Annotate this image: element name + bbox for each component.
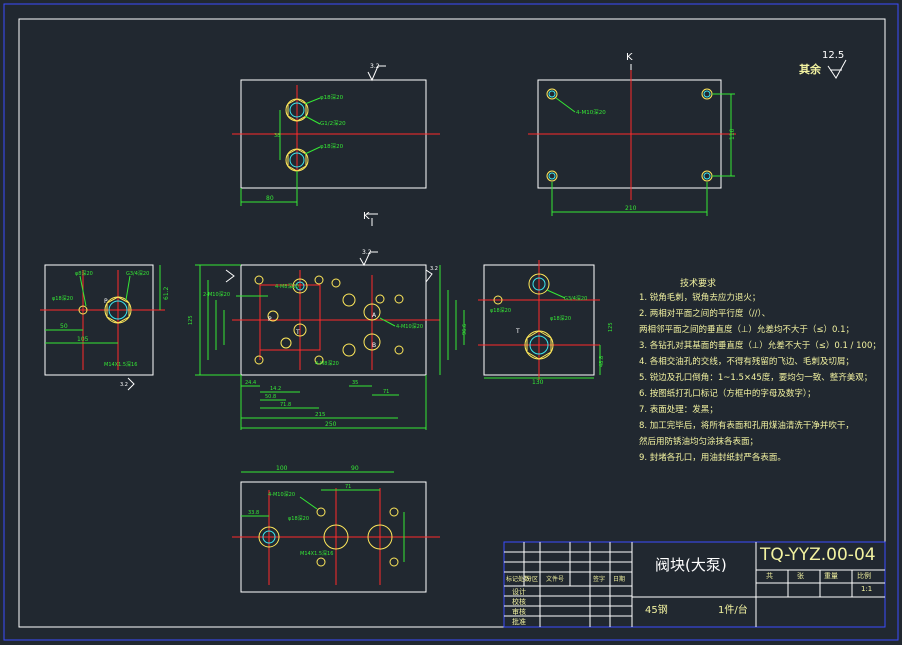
svg-text:90: 90 [351, 465, 359, 472]
rev-header: 标记处数 [506, 576, 531, 583]
tech-req-item: 2. 两相对平面之间的平行度（//）、 [639, 309, 771, 319]
drawing-number: TQ-YYZ.00-04 [760, 545, 876, 565]
svg-text:φ18深20: φ18深20 [52, 295, 73, 302]
svg-text:33.8: 33.8 [248, 510, 259, 516]
right-view: T G3/4深20 φ18深20 φ18深20 130 48.8 125 [478, 260, 614, 386]
tech-req-item: 8. 加工完毕后，将所有表面和孔用煤油清洗干净并吹干， [639, 421, 854, 431]
svg-text:M14X1.5深16: M14X1.5深16 [300, 550, 333, 557]
tech-req-item: 6. 按图纸打孔口标记（方框中的字母及数字）； [639, 389, 816, 399]
front-view: P T A B 2-M10深20 4-M10深20 4-M8深20 4-M8深2… [188, 249, 468, 430]
svg-text:G3/4深20: G3/4深20 [564, 295, 587, 302]
row-label: 校核 [512, 598, 526, 606]
svg-text:14.2: 14.2 [270, 386, 281, 392]
tech-req-item: 然后用防锈油均匀涂抹各表面； [639, 437, 759, 447]
svg-text:φ18深20: φ18深20 [320, 93, 344, 101]
rev-header: 日期 [613, 576, 626, 583]
section-mark-top: K [363, 211, 370, 222]
tech-req-item: 4. 各相交油孔的交线，不得有残留的飞边、毛刺及切屑； [639, 357, 854, 367]
svg-text:T: T [295, 329, 300, 336]
svg-text:210: 210 [625, 205, 637, 212]
svg-text:80: 80 [266, 195, 274, 202]
section-k-arrow [366, 213, 378, 226]
svg-text:61.2: 61.2 [163, 286, 170, 300]
row-label: 批准 [512, 618, 526, 626]
svg-text:110: 110 [729, 128, 736, 140]
svg-text:G3/4深20: G3/4深20 [126, 270, 149, 277]
svg-text:3.2: 3.2 [430, 266, 438, 272]
left-view: P φ8深20 G3/4深20 φ18深20 50 105 M14X1.5深16… [40, 264, 170, 391]
tech-req-item: 7. 表面处理：发黑； [639, 405, 718, 415]
svg-text:K: K [626, 52, 633, 63]
svg-text:71: 71 [383, 389, 389, 395]
svg-text:3.2: 3.2 [120, 382, 128, 388]
rev-header: 文件号 [546, 576, 565, 583]
material: 45钢 [645, 605, 668, 616]
tech-req-title: 技术要求 [680, 279, 717, 289]
row-label: 审核 [512, 608, 526, 616]
svg-text:φ18深20: φ18深20 [288, 515, 309, 522]
tech-req-item: 两相邻平面之间的垂直度（⊥）允差均不大于（≤）0.1； [639, 325, 855, 335]
svg-text:4-M10深20: 4-M10深20 [268, 491, 295, 498]
svg-text:4-M8深20: 4-M8深20 [275, 283, 299, 290]
col-header: 共 [766, 572, 773, 580]
rev-header: 分区 [526, 576, 539, 583]
svg-text:3.2: 3.2 [370, 63, 380, 70]
svg-text:24.4: 24.4 [245, 380, 256, 386]
svg-text:B: B [372, 342, 376, 349]
svg-text:125: 125 [608, 322, 614, 332]
svg-text:38: 38 [274, 133, 280, 139]
svg-text:250: 250 [325, 421, 337, 428]
svg-text:2-M10深20: 2-M10深20 [203, 291, 230, 298]
inner-frame [18, 18, 886, 628]
svg-text:φ18深20: φ18深20 [320, 142, 344, 150]
quantity: 1件/台 [718, 605, 748, 616]
roughness-general-label: 其余 [799, 63, 821, 76]
svg-text:48.8: 48.8 [599, 356, 605, 367]
svg-text:G1/2深20: G1/2深20 [320, 119, 346, 127]
scale-value: 1:1 [861, 585, 873, 593]
tech-req-item: 3. 各钻孔对其基面的垂直度（⊥）允差不大于（≤）0.1 / 100； [639, 341, 881, 351]
svg-text:215: 215 [315, 412, 326, 418]
tech-req-item: 1. 锐角毛刺，锐角去应力退火； [639, 293, 761, 303]
svg-text:50.8: 50.8 [265, 394, 276, 400]
roughness-general [827, 59, 847, 79]
svg-text:105: 105 [77, 336, 89, 343]
tech-req-item: 9. 封堵各孔口，用油封纸封严各表面。 [639, 453, 786, 463]
svg-text:φ18深20: φ18深20 [490, 307, 511, 314]
svg-text:P: P [104, 298, 108, 305]
row-label: 设计 [512, 588, 526, 596]
k-view: K 4-M10深20 210 110 [528, 52, 736, 216]
col-header: 重量 [824, 572, 838, 580]
svg-text:71.8: 71.8 [280, 402, 291, 408]
outer-frame [3, 3, 899, 641]
svg-text:M14X1.5深16: M14X1.5深16 [104, 361, 137, 368]
svg-text:3.2: 3.2 [362, 249, 372, 256]
col-header: 张 [797, 572, 804, 580]
svg-text:125: 125 [188, 315, 194, 325]
svg-text:T: T [515, 328, 520, 335]
svg-text:96.6: 96.6 [462, 324, 468, 335]
part-name: 阀块(大泵) [655, 556, 727, 574]
roughness-general-value: 12.5 [822, 50, 845, 61]
svg-text:φ18深20: φ18深20 [550, 315, 571, 322]
svg-text:71: 71 [345, 484, 351, 490]
bottom-view: 4-M10深20 φ18深20 M14X1.5深16 100 90 33.8 7… [232, 465, 440, 593]
svg-text:50: 50 [60, 323, 68, 330]
svg-text:4-M8深20: 4-M8深20 [315, 360, 339, 367]
svg-text:4-M10深20: 4-M10深20 [396, 323, 423, 330]
title-block [503, 541, 886, 628]
tech-req-item: 5. 锐边及孔口倒角：1~1.5×45度，要均匀一致、整齐美观； [639, 373, 873, 383]
svg-text:4-M10深20: 4-M10深20 [576, 108, 606, 116]
svg-text:P: P [268, 316, 272, 323]
svg-text:φ8深20: φ8深20 [75, 270, 93, 277]
svg-text:A: A [372, 312, 377, 319]
rev-header: 签字 [593, 576, 606, 583]
svg-text:35: 35 [352, 380, 358, 386]
col-header: 比例 [857, 572, 871, 580]
svg-text:100: 100 [276, 465, 288, 472]
svg-text:130: 130 [532, 379, 544, 386]
top-view: φ18深20 G1/2深20 φ18深20 80 38 3.2 [232, 63, 440, 206]
